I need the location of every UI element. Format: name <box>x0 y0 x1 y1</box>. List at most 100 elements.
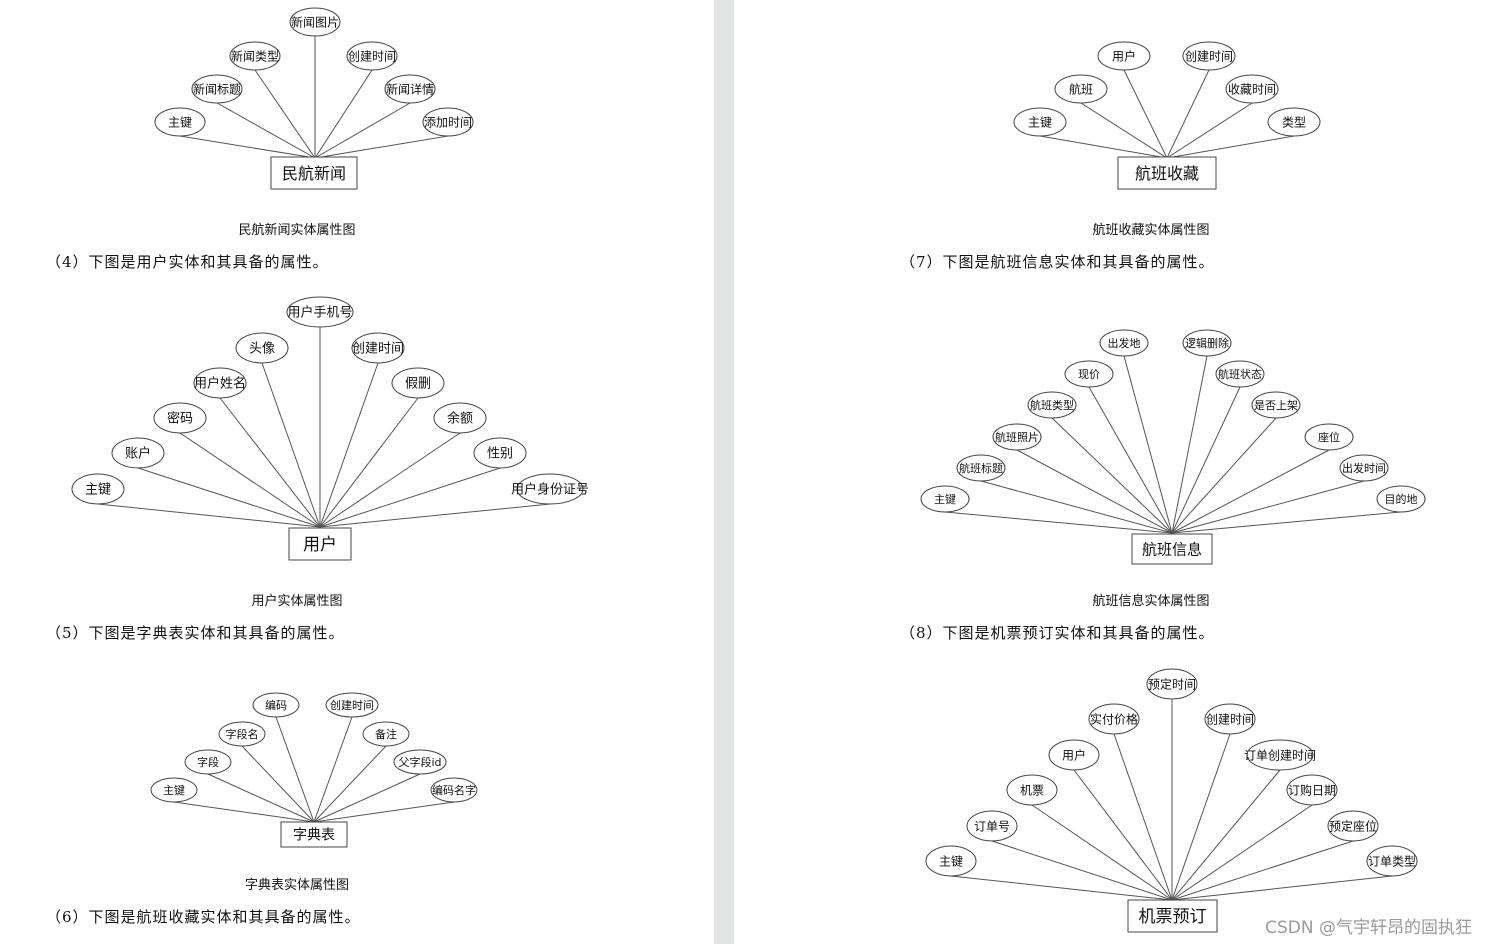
relationship-line <box>319 432 461 528</box>
attribute-label: 航班标题 <box>959 461 1003 475</box>
attribute-label: 新闻类型 <box>231 48 279 63</box>
attribute-ellipse <box>154 107 206 137</box>
attribute-ellipse <box>473 437 527 469</box>
relationship-line <box>1123 355 1173 534</box>
attribute-ellipse <box>1088 703 1140 735</box>
attribute-label: 订购日期 <box>1288 782 1336 797</box>
attribute-node: 出发地 <box>1099 329 1149 357</box>
attribute-ellipse <box>966 810 1018 842</box>
attribute-label: 是否上架 <box>1254 399 1298 412</box>
attribute-label: 创建时间 <box>348 49 396 63</box>
attribute-node: 新闻图片 <box>289 7 341 37</box>
attribute-label: 头像 <box>249 342 275 357</box>
attribute-label: 编码名字 <box>432 783 476 797</box>
relationship-line <box>1088 386 1173 534</box>
attribute-node: 编码名字 <box>430 777 478 803</box>
entity-box <box>1127 899 1218 933</box>
attribute-ellipse <box>1097 41 1151 71</box>
attribute-node: 头像 <box>235 332 289 364</box>
relationship-line <box>179 432 321 528</box>
attribute-node: 主键 <box>150 777 198 803</box>
attribute-node: 预定座位 <box>1327 810 1379 842</box>
attribute-node: 用户 <box>1097 41 1151 71</box>
attribute-ellipse <box>430 777 478 803</box>
attribute-node: 编码 <box>252 692 300 718</box>
attribute-label: 目的地 <box>1385 492 1418 506</box>
relationship-line <box>1039 135 1168 159</box>
paragraph-4: （4）下图是用户实体和其具备的属性。 <box>46 253 329 271</box>
attribute-label: 收藏时间 <box>1228 82 1276 96</box>
er-diagram-booking: 主键订单号机票用户实付价格预定时间创建时间订单创建时间订购日期预定座位订单类型机… <box>925 668 1418 933</box>
attribute-node: 用户姓名 <box>193 367 247 399</box>
attribute-label: 新闻图片 <box>291 14 339 29</box>
attribute-label: 主键 <box>1028 115 1052 129</box>
entity-label: 航班收藏 <box>1135 164 1199 183</box>
attribute-node: 账户 <box>111 437 165 469</box>
attribute-ellipse <box>516 473 584 505</box>
attribute-node: 用户 <box>1048 739 1100 771</box>
attribute-label: 新闻详情 <box>386 81 434 96</box>
relationship-line <box>1031 804 1173 901</box>
attribute-node: 预定时间 <box>1146 668 1198 700</box>
attribute-label: 订单创建时间 <box>1244 748 1316 762</box>
attribute-label: 航班类型 <box>1030 398 1074 412</box>
attribute-label: 类型 <box>1282 115 1306 129</box>
attribute-label: 父字段id <box>398 755 441 769</box>
attribute-label: 密码 <box>167 411 193 427</box>
attribute-node: 主键 <box>1013 107 1067 137</box>
relationship-line <box>313 716 353 823</box>
attribute-ellipse <box>1006 774 1058 806</box>
attribute-node: 出发时间 <box>1339 454 1389 482</box>
attribute-label: 座位 <box>1318 430 1340 444</box>
attribute-node: 新闻详情 <box>384 74 436 104</box>
attribute-ellipse <box>1366 845 1418 877</box>
attribute-ellipse <box>150 777 198 803</box>
attribute-ellipse <box>218 721 266 747</box>
attribute-ellipse <box>252 692 300 718</box>
document-page-right: 主键航班用户创建时间收藏时间类型航班收藏主键航班标题航班照片航班类型现价出发地逻… <box>734 0 1488 944</box>
attribute-ellipse <box>1182 41 1236 71</box>
attribute-node: 主键 <box>925 845 977 877</box>
caption-user: 用户实体属性图 <box>251 594 343 609</box>
caption-flight: 航班信息实体属性图 <box>1092 594 1210 609</box>
entity-label: 机票预订 <box>1139 907 1207 927</box>
attribute-ellipse <box>1099 329 1149 357</box>
relationship-line <box>1171 804 1313 901</box>
relationship-line <box>1051 417 1173 534</box>
attribute-label: 主键 <box>934 492 956 506</box>
attribute-ellipse <box>422 107 474 137</box>
attribute-node: 目的地 <box>1376 485 1426 513</box>
attribute-label: 用户手机号 <box>287 305 352 321</box>
attribute-ellipse <box>992 423 1042 451</box>
attribute-node: 用户身份证号 <box>511 473 589 505</box>
attribute-ellipse <box>391 367 445 399</box>
relationship-line <box>1171 511 1402 534</box>
attribute-ellipse <box>1286 774 1338 806</box>
attribute-ellipse <box>1304 423 1354 451</box>
relationship-line <box>97 503 321 528</box>
relationship-line <box>313 801 455 823</box>
attribute-ellipse <box>1013 107 1067 137</box>
er-diagram-dict: 主键字段字段名编码创建时间备注父字段id编码名字字典表 <box>150 692 478 848</box>
relationship-line <box>1171 769 1281 901</box>
paragraph-5: （5）下图是字典表实体和其具备的属性。 <box>46 624 345 642</box>
attribute-ellipse <box>1182 329 1232 357</box>
attribute-ellipse <box>393 749 447 775</box>
relationship-line <box>314 69 373 159</box>
attribute-ellipse <box>1225 74 1279 104</box>
attribute-label: 用户 <box>1062 747 1086 762</box>
right-page-diagrams: 主键航班用户创建时间收藏时间类型航班收藏主键航班标题航班照片航班类型现价出发地逻… <box>920 41 1426 933</box>
attribute-label: 字段 <box>197 755 219 769</box>
relationship-line <box>1166 135 1295 159</box>
attribute-label: 字段名 <box>226 727 259 741</box>
paragraph-6: （6）下图是航班收藏实体和其具备的属性。 <box>46 908 361 926</box>
relationship-line <box>319 362 379 528</box>
attribute-label: 航班状态 <box>1218 367 1262 381</box>
entity-label: 用户 <box>303 535 337 555</box>
relationship-line <box>313 745 387 823</box>
attribute-label: 出发时间 <box>1342 461 1386 475</box>
attribute-node: 逻辑删除 <box>1182 329 1232 357</box>
attribute-label: 创建时间 <box>352 342 404 357</box>
